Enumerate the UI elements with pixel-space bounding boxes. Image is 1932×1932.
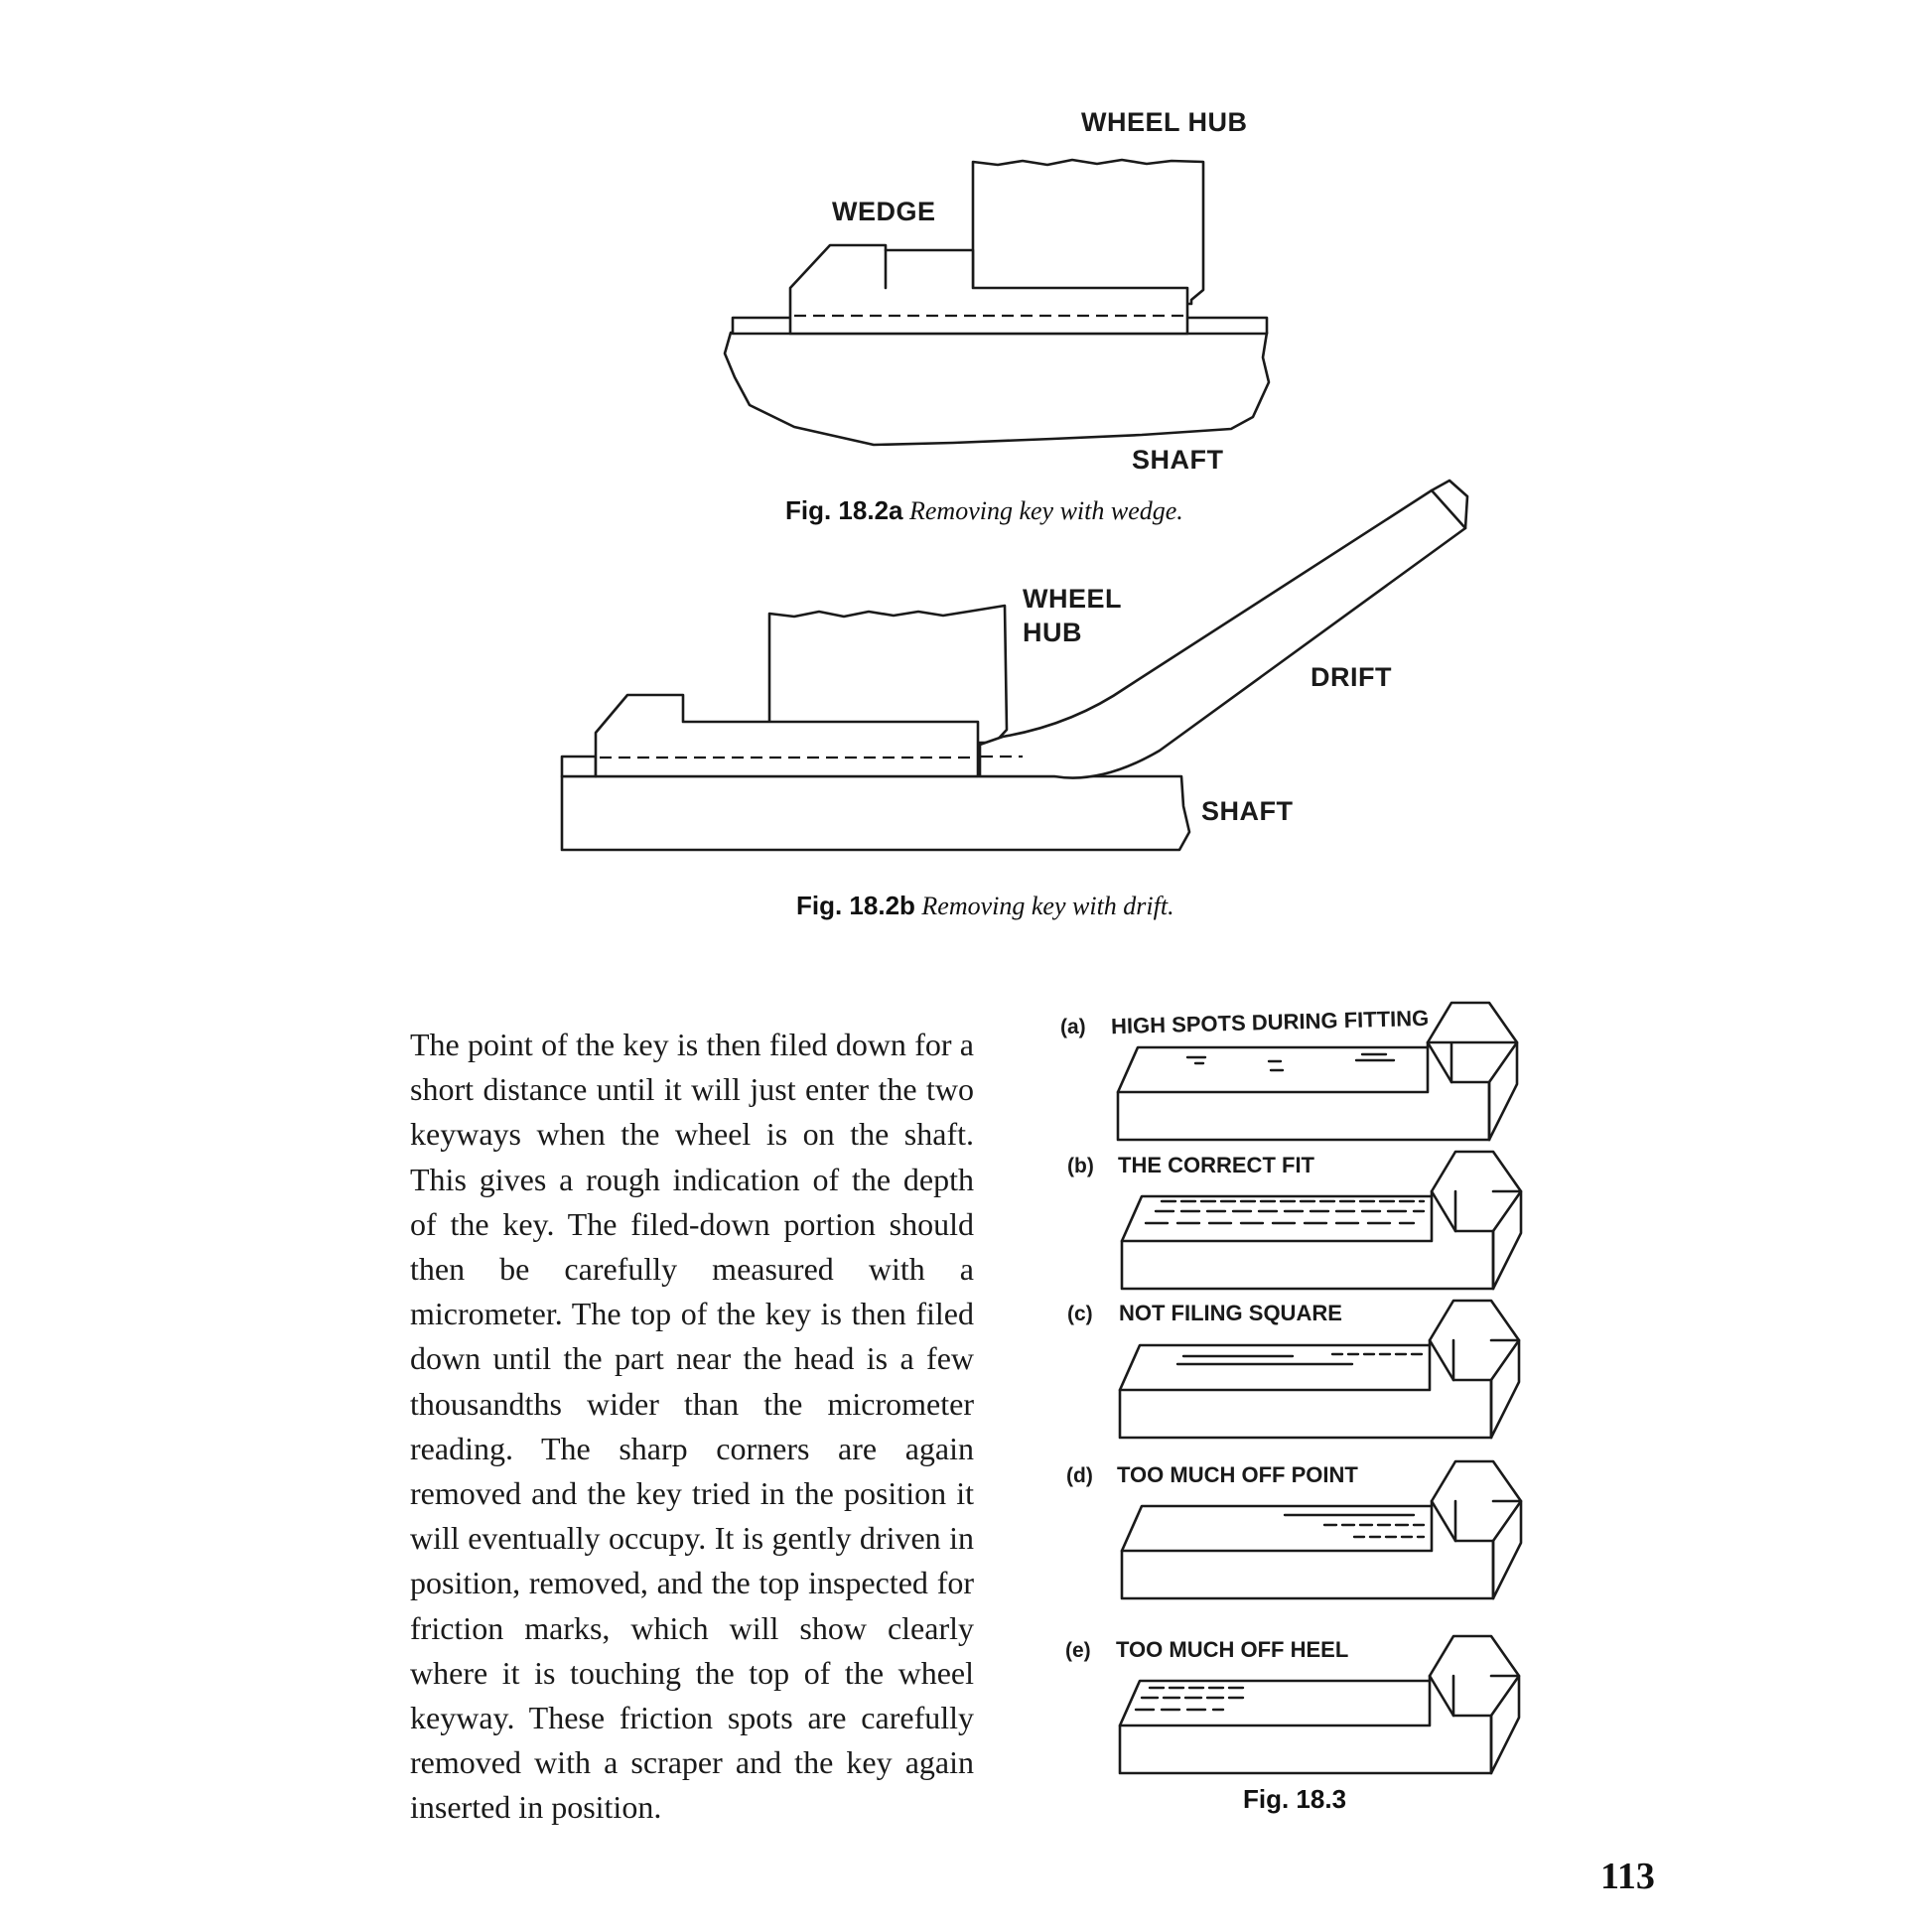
key-panel-d — [1120, 1459, 1523, 1600]
panel-title-d: TOO MUCH OFF POINT — [1117, 1462, 1358, 1487]
shaft-b — [560, 774, 1191, 852]
fig-18-3-keys — [1116, 1001, 1523, 1775]
caption-number: Fig. 18.2a — [785, 495, 903, 525]
label-wheel-hub-a: WHEEL HUB — [1081, 107, 1248, 137]
caption-fig-18-2b: Fig. 18.2b Removing key with drift. — [796, 891, 1174, 921]
key-band-b — [560, 755, 598, 778]
key-panel-b — [1120, 1150, 1523, 1291]
panel-title-b: THE CORRECT FIT — [1118, 1153, 1314, 1177]
caption-text: Removing key with drift. — [921, 892, 1174, 920]
caption-fig-18-3: Fig. 18.3 — [1243, 1784, 1346, 1815]
panel-title-c: NOT FILING SQUARE — [1119, 1301, 1342, 1325]
caption-text: Removing key with wedge. — [909, 496, 1183, 525]
key-a — [788, 243, 1189, 336]
hub-a — [971, 158, 1205, 306]
page-number: 113 — [1600, 1856, 1655, 1897]
panel-title-e: TOO MUCH OFF HEEL — [1116, 1637, 1349, 1662]
label-wheel-b: WHEEL — [1023, 584, 1122, 614]
key-b — [594, 693, 980, 778]
fig-18-2a-drawing — [723, 158, 1271, 447]
label-shaft-b: SHAFT — [1201, 796, 1294, 826]
label-wedge: WEDGE — [832, 197, 936, 226]
label-drift: DRIFT — [1311, 662, 1392, 692]
fig-18-2b-drawing — [560, 479, 1469, 852]
caption-fig-18-2a: Fig. 18.2a Removing key with wedge. — [785, 495, 1183, 526]
label-hub-b: HUB — [1023, 618, 1082, 647]
caption-number: Fig. 18.3 — [1243, 1784, 1347, 1814]
panel-tag-a: (a) — [1060, 1016, 1086, 1038]
panel-tag-c: (c) — [1067, 1303, 1093, 1325]
key-panel-e — [1118, 1634, 1521, 1775]
body-paragraph: The point of the key is then filed down … — [410, 1027, 974, 1826]
panel-tag-e: (e) — [1065, 1639, 1091, 1662]
caption-number: Fig. 18.2b — [796, 891, 915, 920]
key-panel-c — [1118, 1299, 1521, 1440]
drift — [978, 488, 1467, 779]
panel-tag-b: (b) — [1067, 1155, 1094, 1177]
key-panel-a — [1116, 1001, 1519, 1142]
label-shaft-a: SHAFT — [1132, 445, 1224, 475]
shaft-a — [723, 331, 1271, 447]
panel-tag-d: (d) — [1066, 1464, 1093, 1487]
